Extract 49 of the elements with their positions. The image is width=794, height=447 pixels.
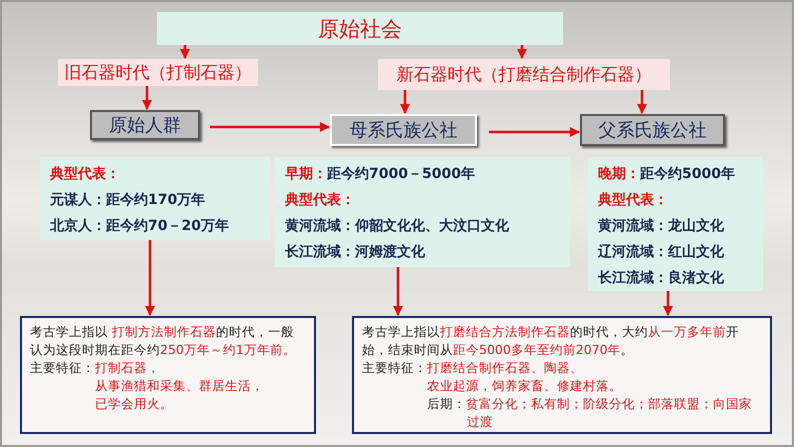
- arrow: [142, 86, 152, 110]
- paragraph: 考古学上指以打磨结合方法制作石器的时代，大约从一万多年前开始，结束时间从距今5000多年至约前2070年。: [362, 323, 740, 359]
- info-line: 长江流域：良渚文化: [598, 268, 725, 288]
- info-panel: [40, 157, 270, 240]
- note-box: [20, 316, 316, 434]
- era-banner: [378, 59, 670, 90]
- feature-line: 打制石器，: [95, 359, 161, 377]
- arrow: [517, 45, 527, 59]
- arrow: [489, 127, 580, 137]
- arrow: [393, 267, 403, 316]
- arrow: [637, 90, 647, 114]
- arrow: [400, 90, 410, 114]
- title-banner: [157, 12, 563, 45]
- note-box: [352, 316, 772, 434]
- info-line: 辽河流域：红山文化: [598, 242, 725, 262]
- stage-box: [580, 114, 725, 146]
- feature-line: 农业起源，饲养家畜、修建村落。: [427, 377, 623, 395]
- feature-label: 主要特征：: [362, 359, 427, 377]
- paragraph: 考古学上指以 打制方法制作石器的时代，一般认为这段时期在距今约250万年～约1万年前。: [30, 323, 297, 359]
- arrow: [663, 291, 673, 316]
- info-panel: [275, 157, 570, 267]
- feature-line: 打磨结合制作石器、陶器、: [427, 359, 584, 377]
- info-line: 北京人：距今约70－20万年: [50, 216, 230, 236]
- arrow: [210, 122, 330, 132]
- era-banner: [58, 59, 258, 86]
- arrow: [145, 240, 155, 316]
- label-text: 旧石器时代（打制石器）: [64, 62, 252, 84]
- info-heading: 典型代表：: [50, 165, 121, 184]
- arrow: [180, 45, 190, 59]
- label-text: 原始社会: [318, 16, 402, 42]
- label-text: 母系氏族公社: [350, 119, 458, 142]
- info-line: 元谋人：距今约170万年: [50, 191, 206, 210]
- info-line: 晚期：距今约5000年: [598, 165, 736, 184]
- info-line: 黄河流域：龙山文化: [598, 216, 725, 236]
- stage-box: [330, 114, 477, 146]
- info-panel: [588, 157, 763, 291]
- stage-box: [90, 110, 200, 140]
- label-text: 原始人群: [109, 114, 181, 137]
- label-text: 新石器时代（打磨结合制作石器）: [396, 64, 652, 86]
- info-line: 早期：距今约7000－5000年: [285, 165, 476, 184]
- feature-line: 后期：贫富分化；私有制；阶级分化；部落联盟；向国家过渡: [427, 395, 753, 431]
- info-line: 黄河流域：仰韶文化化、大汶口文化: [285, 216, 510, 236]
- feature-line: 从事渔猎和采集、群居生活，: [95, 377, 264, 395]
- feature-line: 已学会用火。: [95, 395, 174, 413]
- feature-label: 主要特征：: [30, 359, 95, 377]
- info-line: 长江流域：河姆渡文化: [285, 242, 426, 262]
- label-text: 父系氏族公社: [598, 119, 706, 142]
- info-heading: 典型代表：: [285, 191, 356, 210]
- info-heading: 典型代表：: [598, 191, 669, 210]
